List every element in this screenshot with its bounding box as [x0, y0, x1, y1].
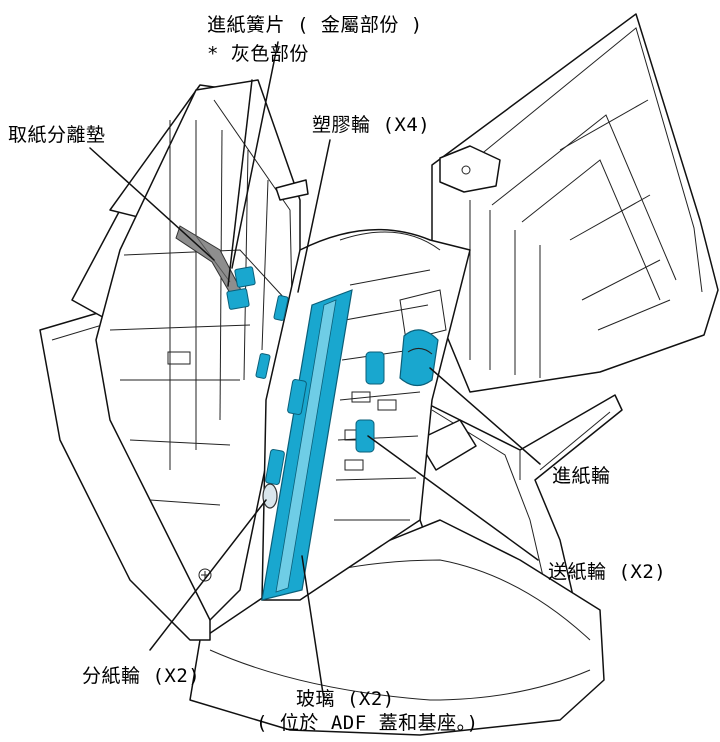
label-feed-roller: 送紙輪 (X2)	[548, 561, 667, 583]
highlighted-parts	[175, 225, 439, 601]
label-feed-spring-note: * 灰色部份	[207, 43, 309, 65]
pick-roller-shape	[399, 329, 439, 387]
feed-roller-1	[365, 351, 385, 385]
leader-lines	[89, 41, 541, 701]
label-pick-roller: 進紙輪	[552, 465, 611, 487]
paper-chute	[431, 13, 719, 393]
plastic-roller-2	[255, 353, 271, 379]
brake-roller-shape	[262, 483, 278, 509]
pick-pad-1	[234, 266, 256, 288]
plastic-roller-1	[273, 295, 289, 321]
feed-roller-2	[355, 419, 375, 453]
glass-strip-inner	[275, 299, 337, 593]
adf-lid	[39, 79, 309, 641]
label-brake-roller: 分紙輪 (X2)	[82, 665, 201, 687]
plastic-roller-4	[265, 449, 285, 485]
label-glass: 玻璃 (X2)	[296, 688, 395, 710]
label-feed-spring: 進紙簧片 ( 金屬部份 )	[207, 14, 423, 36]
label-plastic-roller: 塑膠輪 (X4)	[312, 114, 431, 136]
plastic-roller-3	[287, 379, 307, 415]
pick-pad-2	[226, 288, 250, 310]
label-pick-pad: 取紙分離墊	[8, 124, 106, 146]
label-glass-note: ( 位於 ADF 蓋和基座。)	[256, 712, 479, 734]
